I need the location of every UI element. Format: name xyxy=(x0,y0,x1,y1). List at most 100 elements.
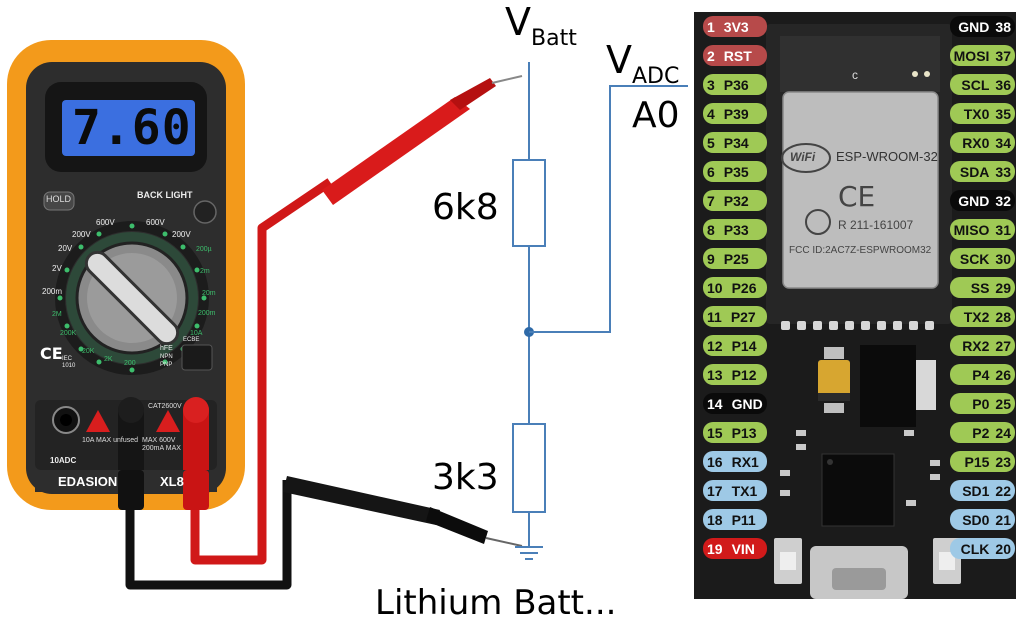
pin-number: 31 xyxy=(995,221,1011,238)
esp32-board xyxy=(694,12,1016,599)
pin-name: P4 xyxy=(972,366,990,383)
pin-number: 10 xyxy=(707,279,723,296)
scale-label: IEC 1010 xyxy=(62,356,76,369)
pin-name: P2 xyxy=(972,424,990,441)
pin-number: 13 xyxy=(707,366,723,383)
pin-number: 11 xyxy=(707,308,722,325)
pin-number: 6 xyxy=(707,163,715,180)
cert-logo xyxy=(805,209,831,235)
fcc-label: FCC ID:2AC7Z-ESPWROOM32 xyxy=(789,245,932,256)
scale-label: 600V xyxy=(96,218,115,227)
pin-number: 18 xyxy=(707,511,723,528)
pin-number: 3 xyxy=(707,76,715,93)
black-probe xyxy=(283,476,523,547)
adc-wire xyxy=(529,85,688,333)
scale-label: hFE xyxy=(160,345,173,352)
ground-symbol xyxy=(515,546,543,560)
backlight-button xyxy=(193,200,217,224)
pin-name: VIN xyxy=(731,540,755,557)
pin-name: TX2 xyxy=(963,308,990,325)
scale-label: 20m xyxy=(202,290,216,297)
pin-name: GND xyxy=(958,18,990,35)
pin-name: P35 xyxy=(723,163,749,180)
voltage-regulator xyxy=(860,345,916,427)
pin-name: CLK xyxy=(960,540,990,557)
pin-name: P26 xyxy=(731,279,757,296)
pin-number: 8 xyxy=(707,221,715,238)
diagram-canvas: 7.60 HOLD BACK LIGHT CAT2600V 10A MAX un… xyxy=(7,2,1016,623)
black-lead-wire xyxy=(125,440,292,590)
wifi-logo xyxy=(781,143,831,173)
vadc-subscript: ADC xyxy=(632,64,680,89)
pin-26: P4 26 xyxy=(950,364,1015,385)
pin-31: MISO 31 xyxy=(950,219,1015,240)
pin-number: 5 xyxy=(707,134,715,151)
pin-name: MISO xyxy=(953,221,990,238)
lcd-screen xyxy=(62,100,195,156)
pin-name: SCL xyxy=(961,76,990,93)
pin-name: 3V3 xyxy=(723,18,749,35)
scale-label: 200 xyxy=(124,360,136,367)
pin-number: 16 xyxy=(707,453,723,470)
pin-name: P0 xyxy=(972,395,990,412)
scale-label: 200V xyxy=(72,230,91,239)
pin-name: RX2 xyxy=(962,337,990,354)
scale-label: NPN xyxy=(160,354,173,360)
pin-name: P11 xyxy=(731,511,756,528)
pin-name: TX1 xyxy=(731,482,758,499)
pin-number: 14 xyxy=(707,395,723,412)
hfe-socket xyxy=(181,344,213,371)
pin-number: 20 xyxy=(995,540,1011,557)
meter-model: XL8 xyxy=(160,474,184,489)
cert-label: R 211-161007 xyxy=(838,218,914,232)
multimeter xyxy=(7,40,523,590)
vbatt-subscript: Batt xyxy=(531,26,577,51)
pin-number: 2 xyxy=(707,47,715,64)
port-10a-max-label: 10A MAX unfused xyxy=(82,437,139,444)
module-name: ESP-WROOM-32 xyxy=(836,149,938,164)
ce-mark: CE xyxy=(40,344,63,363)
pin-name: P36 xyxy=(723,76,749,93)
scale-label: ECBE xyxy=(183,337,200,343)
pin-10: 10 P26 xyxy=(703,277,767,298)
pin-number: 36 xyxy=(995,76,1011,93)
pin-name: P32 xyxy=(723,192,749,209)
pin-name: P27 xyxy=(730,308,756,325)
black-probe-plug xyxy=(118,402,144,492)
pin-name: RX1 xyxy=(731,453,759,470)
corner-mark: c xyxy=(852,68,858,82)
pin-name: MOSI xyxy=(953,47,990,64)
red-lead-wire xyxy=(190,178,333,565)
pin-number: 30 xyxy=(995,250,1011,267)
hold-label: HOLD xyxy=(46,194,72,204)
pin-number: 19 xyxy=(707,540,723,557)
pin-36: SCL 36 xyxy=(950,74,1015,95)
pin-number: 23 xyxy=(995,453,1011,470)
pin-number: 9 xyxy=(707,250,715,267)
pin-name: SS xyxy=(970,279,990,296)
scale-label: 2m xyxy=(200,268,210,275)
pin-name: SD1 xyxy=(962,482,990,499)
scale-label: 2M xyxy=(52,311,62,318)
pin-number: 26 xyxy=(995,366,1011,383)
scale-label: 200m xyxy=(198,310,216,317)
pin-number: 12 xyxy=(707,337,723,354)
red-probe xyxy=(322,75,523,205)
scale-label: PNP xyxy=(160,362,173,368)
pin-name: P39 xyxy=(723,105,749,122)
